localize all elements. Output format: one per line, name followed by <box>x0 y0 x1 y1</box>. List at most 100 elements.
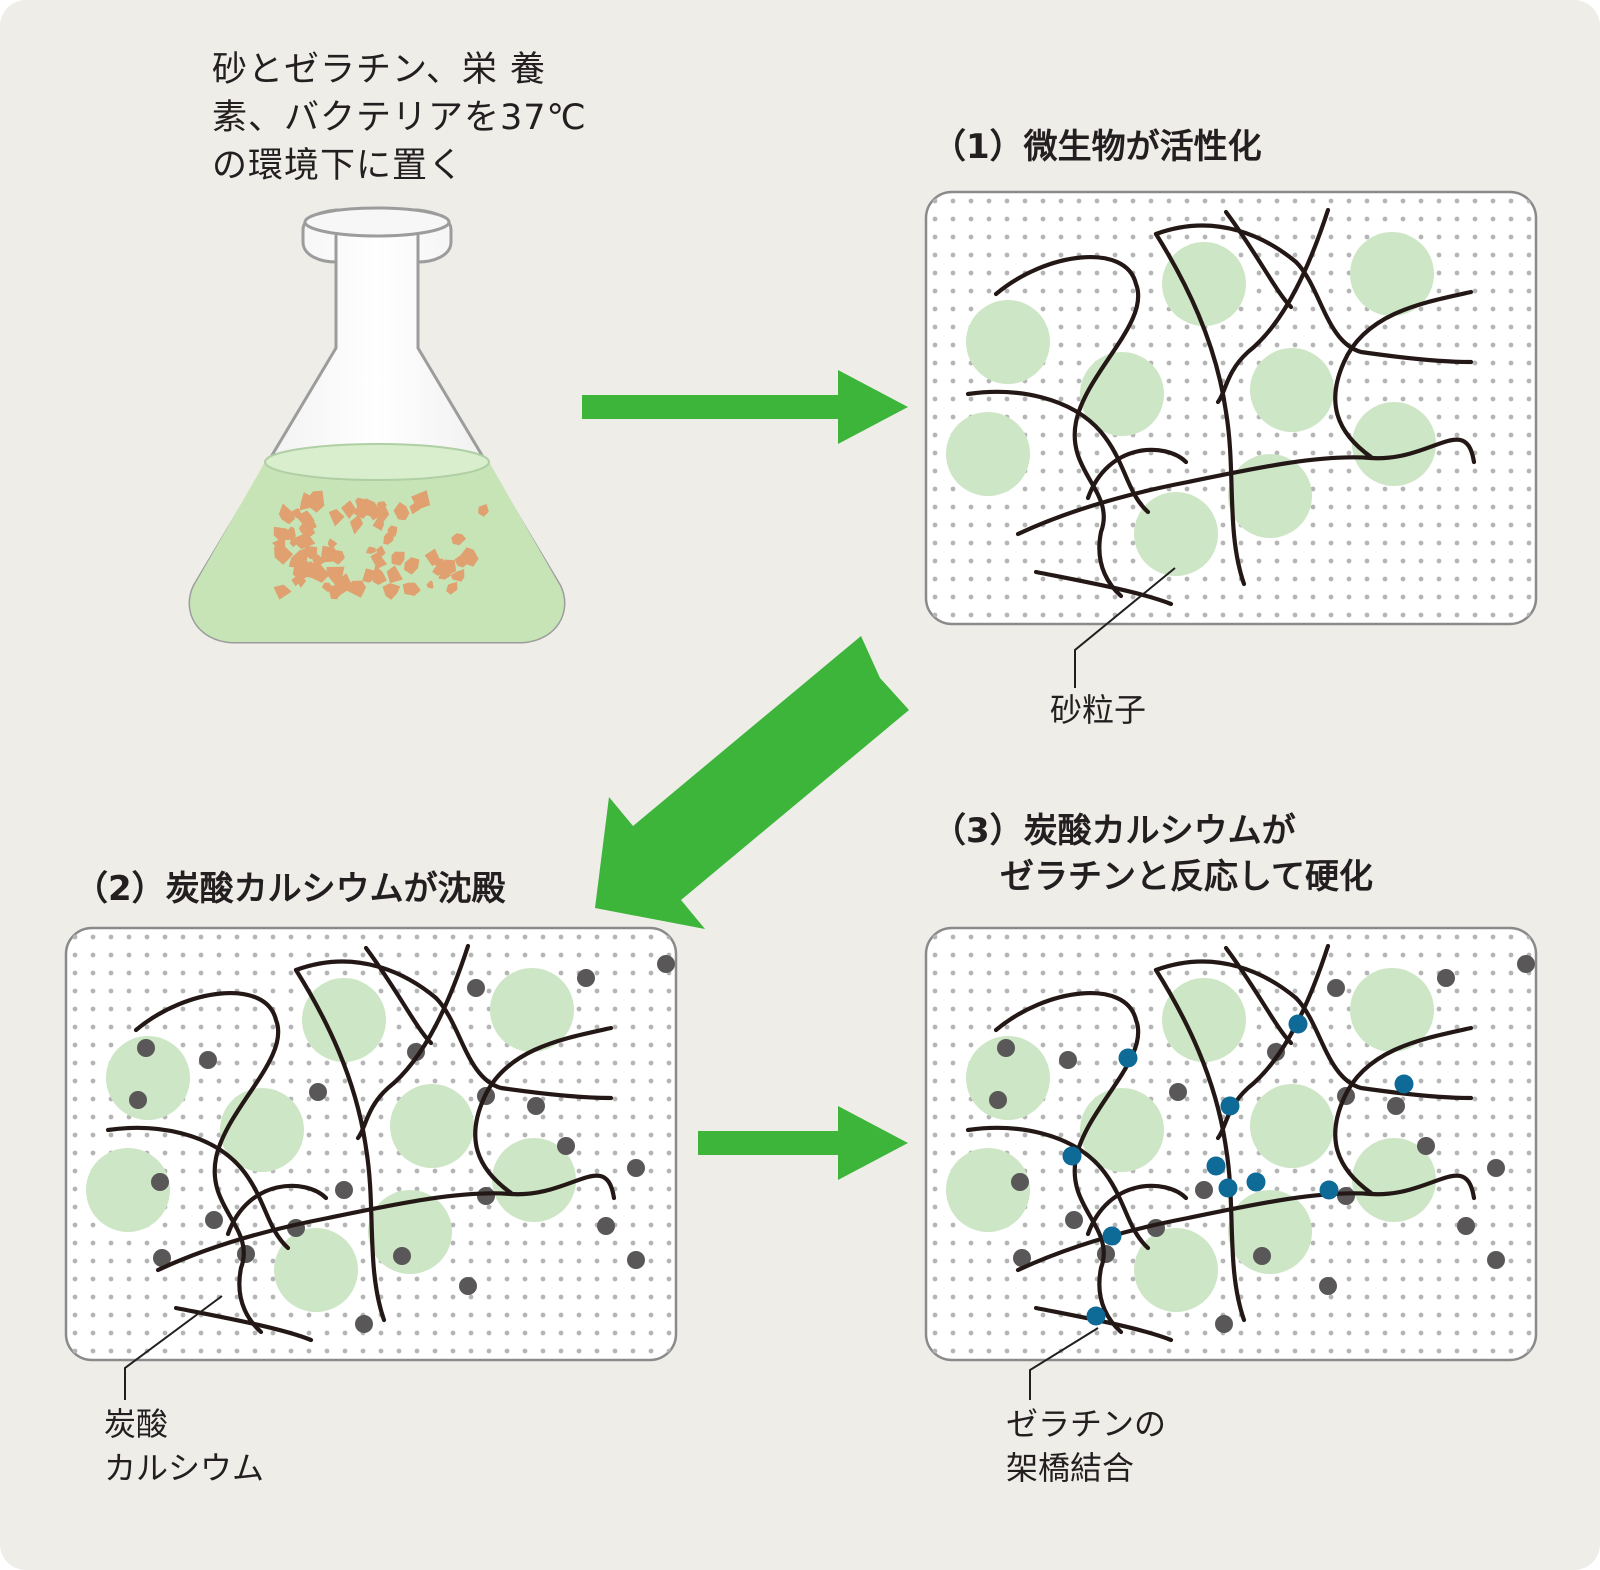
sand-grain <box>376 501 387 511</box>
sand-particle <box>966 1036 1050 1120</box>
arrow-right-icon <box>582 370 908 444</box>
crosslink-node <box>1218 1178 1238 1198</box>
panel-content <box>946 207 1477 607</box>
panel-microbes-activated <box>924 190 1538 626</box>
crosslink-node <box>1206 1156 1226 1176</box>
sand-particle <box>302 978 386 1062</box>
sand-particle <box>490 968 574 1052</box>
crosslink-node <box>1319 1180 1339 1200</box>
callout-line: ゼラチンの <box>1006 1405 1167 1443</box>
calcium-carbonate-particle <box>459 1277 477 1295</box>
step-title-line: ゼラチンと反応して硬化 <box>932 857 1373 897</box>
sand-grain <box>273 584 292 600</box>
calcium-carbonate-particle <box>627 1251 645 1269</box>
sand-grain <box>451 533 467 546</box>
sand-grain <box>426 580 434 589</box>
sand-grain <box>434 558 446 568</box>
setup-line: 砂とゼラチン、栄 養 <box>212 50 547 90</box>
gelatin-fiber <box>1215 943 1331 1141</box>
sand-particle <box>1250 1084 1334 1168</box>
sand-particle <box>946 1148 1030 1232</box>
sand-grain <box>341 500 357 519</box>
crosslink-node <box>1118 1048 1138 1068</box>
gelatin-fiber <box>155 1173 617 1273</box>
gelatin-fiber <box>1333 289 1474 460</box>
sand-grain <box>446 581 458 595</box>
gelatin-fiber <box>1153 959 1474 1101</box>
calcium-carbonate-particle <box>129 1091 147 1109</box>
gelatin-fiber <box>993 254 1141 599</box>
sand-grain <box>307 490 325 513</box>
gelatin-fiber <box>105 1125 291 1251</box>
sand-grain <box>393 502 410 521</box>
calcium-carbonate-particle <box>627 1159 645 1177</box>
calcium-carbonate-particle <box>657 955 675 973</box>
sand-grain <box>387 525 398 537</box>
gelatin-fiber <box>1033 569 1174 607</box>
panel-content <box>86 943 675 1343</box>
sand-particle <box>390 1084 474 1168</box>
gelatin-fiber <box>355 943 471 1141</box>
calcium-carbonate-particle <box>997 1039 1015 1057</box>
sand-grain <box>404 557 420 575</box>
sand-particle <box>368 1190 452 1274</box>
calcium-carbonate-particle <box>237 1245 255 1263</box>
step-title-line: （2）炭酸カルシウムが沈殿 <box>74 869 506 909</box>
calcium-carbonate-leader-line <box>124 1295 223 1400</box>
sand-grain <box>327 538 338 550</box>
gelatin-fiber <box>363 945 434 1046</box>
calcium-carbonate-particle <box>1487 1159 1505 1177</box>
sand-particle-leader-line <box>1074 567 1176 688</box>
gelatin-fiber <box>1215 207 1331 405</box>
sand-grain <box>328 509 345 527</box>
calcium-carbonate-particle <box>577 969 595 987</box>
calcium-carbonate-particle <box>355 1315 373 1333</box>
step-3-title: （3）炭酸カルシウムが ゼラチンと反応して硬化 <box>932 808 1373 900</box>
gelatin-fiber <box>1015 437 1477 537</box>
calcium-carbonate-particle <box>137 1039 155 1057</box>
calcium-carbonate-particle <box>557 1137 575 1155</box>
gelatin-fiber <box>1153 967 1247 1323</box>
sand-grain <box>411 490 431 510</box>
calcium-carbonate-particle <box>1215 1315 1233 1333</box>
calcium-carbonate-particle <box>467 979 485 997</box>
sand-particle <box>1228 1190 1312 1274</box>
crosslink-label: ゼラチンの 架橋結合 <box>1006 1402 1166 1490</box>
crosslink-node <box>1246 1172 1266 1192</box>
callout-line: 砂粒子 <box>1050 691 1147 729</box>
crosslink-node <box>1220 1096 1240 1116</box>
calcium-carbonate-particle <box>1169 1083 1187 1101</box>
calcium-carbonate-particle <box>1437 969 1455 987</box>
sand-particle-label: 砂粒子 <box>1050 688 1146 732</box>
gelatin-fiber <box>473 1025 614 1196</box>
sand-grain <box>450 569 465 582</box>
gelatin-fiber <box>293 959 614 1101</box>
crosslink-node <box>1394 1074 1414 1094</box>
calcium-carbonate-label: 炭酸 カルシウム <box>104 1402 264 1490</box>
gelatin-fiber <box>173 1305 314 1343</box>
step-1-title: （1）微生物が活性化 <box>932 124 1262 170</box>
gelatin-fiber <box>1333 1025 1474 1196</box>
calcium-carbonate-particle <box>393 1247 411 1265</box>
crosslink-node <box>1288 1014 1308 1034</box>
sand-particle <box>1350 232 1434 316</box>
calcium-carbonate-particle <box>989 1091 1007 1109</box>
sand-grain <box>386 565 403 584</box>
step-title-line: （1）微生物が活性化 <box>932 127 1262 167</box>
sand-grain <box>289 537 298 548</box>
step-2-title: （2）炭酸カルシウムが沈殿 <box>74 866 506 912</box>
sand-grain <box>382 583 401 600</box>
sand-grain <box>454 555 468 568</box>
calcium-carbonate-particle <box>151 1173 169 1191</box>
sand-grain <box>355 497 366 508</box>
calcium-carbonate-particle <box>1065 1211 1083 1229</box>
sand-grain <box>274 545 294 565</box>
panel-gelatin-hardening <box>924 926 1538 1362</box>
callout-line: 炭酸 <box>104 1405 169 1443</box>
gelatin-fiber <box>1223 209 1294 310</box>
sand-grain <box>438 566 451 580</box>
arrow-down-left-icon <box>595 636 909 929</box>
calcium-carbonate-particle <box>1319 1277 1337 1295</box>
sand-grain <box>328 584 341 600</box>
